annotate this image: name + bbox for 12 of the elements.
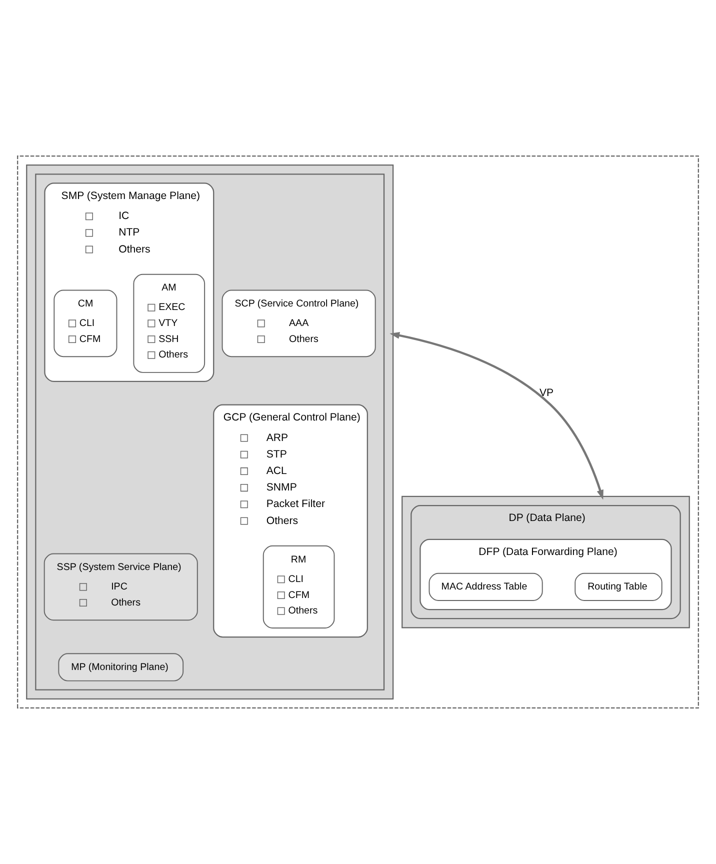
node-box: MP (Monitoring Plane) [58, 653, 184, 682]
cluster [402, 496, 690, 628]
edge-label: VP [539, 386, 554, 399]
node-box: CM CLI CFM [54, 290, 118, 358]
node-box: MAC Address Table [428, 572, 543, 601]
node-box: SCP (Service Control Plane) AAA Others [222, 290, 376, 358]
cluster [17, 155, 699, 709]
node-box: RM CLI CFM Others [262, 545, 335, 629]
node-box: AM EXEC VTY SSH Others [133, 274, 206, 373]
arrow [390, 332, 604, 500]
node-box: Routing Table [574, 572, 662, 601]
node-box: SSP (System Service Plane) IPC Others [44, 553, 198, 621]
